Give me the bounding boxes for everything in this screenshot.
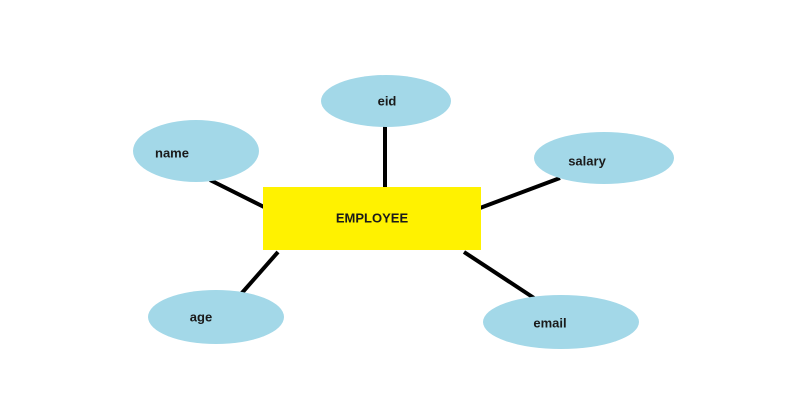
connector-email <box>462 250 536 300</box>
attribute-label: salary <box>568 153 606 168</box>
entity-employee[interactable]: EMPLOYEE <box>263 187 481 250</box>
attribute-ellipse <box>133 120 259 182</box>
attribute-salary[interactable]: salary <box>534 132 674 184</box>
attribute-label: eid <box>378 93 397 108</box>
attribute-ellipse <box>148 290 284 344</box>
attribute-age[interactable]: age <box>148 290 284 344</box>
attribute-eid[interactable]: eid <box>321 75 451 127</box>
entity-label: EMPLOYEE <box>336 210 409 225</box>
entity-box <box>263 187 481 250</box>
attribute-ellipse <box>483 295 639 349</box>
attribute-ellipse <box>321 75 451 127</box>
attribute-label: age <box>190 309 212 324</box>
connector-age <box>239 250 280 296</box>
attribute-ellipse <box>534 132 674 184</box>
attribute-label: name <box>155 145 189 160</box>
attribute-name[interactable]: name <box>133 120 259 182</box>
attribute-label: email <box>533 315 566 330</box>
connector-salary <box>479 176 561 210</box>
connector-name <box>209 178 265 209</box>
attribute-email[interactable]: email <box>483 295 639 349</box>
